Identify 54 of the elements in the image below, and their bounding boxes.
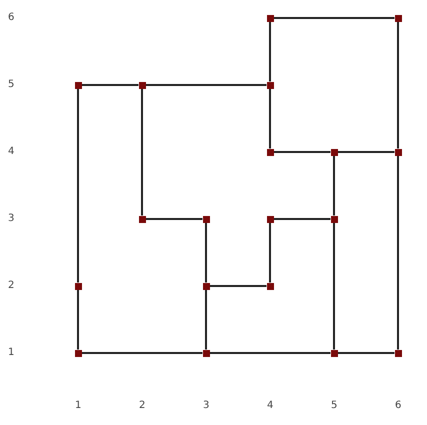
connector-line — [77, 88, 79, 282]
connector-line — [210, 285, 266, 287]
vertex-marker — [394, 148, 402, 156]
x-axis-tick-label: 4 — [267, 400, 274, 412]
connector-line — [397, 156, 399, 350]
vertex-marker — [138, 82, 146, 88]
y-axis-tick-label: 5 — [8, 79, 14, 91]
y-axis-tick-label: 2 — [8, 280, 14, 292]
vertex-marker — [330, 350, 338, 356]
connector-line — [274, 218, 330, 220]
vertex-marker — [74, 350, 82, 356]
vertex-marker — [266, 216, 274, 222]
vertex-marker — [394, 14, 402, 22]
connector-line — [146, 84, 266, 86]
vertex-marker — [202, 350, 210, 356]
connector-line — [205, 222, 207, 282]
connector-line — [274, 17, 394, 19]
y-axis-tick-label: 1 — [8, 347, 14, 359]
vertex-marker — [202, 216, 210, 222]
connector-line — [141, 88, 143, 216]
x-axis-tick-label: 5 — [331, 400, 338, 412]
x-axis-tick-label: 2 — [139, 400, 146, 412]
connector-line — [205, 290, 207, 350]
y-axis-tick-label: 4 — [8, 146, 14, 158]
vertex-marker — [266, 14, 274, 22]
connector-line — [82, 352, 202, 354]
vertex-marker — [266, 82, 274, 88]
connector-line — [146, 218, 202, 220]
vertex-marker — [202, 282, 210, 290]
vertex-marker — [74, 282, 82, 290]
connector-line — [274, 151, 330, 153]
vertex-marker — [266, 148, 274, 156]
connector-line — [333, 156, 335, 216]
connector-line — [269, 88, 271, 148]
connector-line — [210, 352, 330, 354]
connector-line — [333, 222, 335, 350]
connector-line — [338, 151, 394, 153]
connector-line — [269, 22, 271, 82]
x-axis-tick-label: 1 — [75, 400, 82, 412]
connector-line — [77, 290, 79, 350]
vertex-marker — [394, 350, 402, 356]
connector-line — [338, 352, 394, 354]
vertex-marker — [330, 216, 338, 222]
vertex-marker — [138, 216, 146, 222]
connector-line — [397, 22, 399, 148]
vertex-marker — [74, 82, 82, 88]
y-axis-tick-label: 3 — [8, 213, 14, 225]
vertex-marker — [266, 282, 274, 290]
x-axis-tick-label: 6 — [395, 400, 402, 412]
vertex-marker — [330, 148, 338, 156]
x-axis-tick-label: 3 — [203, 400, 210, 412]
y-axis-tick-label: 6 — [8, 12, 14, 24]
connector-line — [269, 222, 271, 282]
connector-line — [82, 84, 138, 86]
